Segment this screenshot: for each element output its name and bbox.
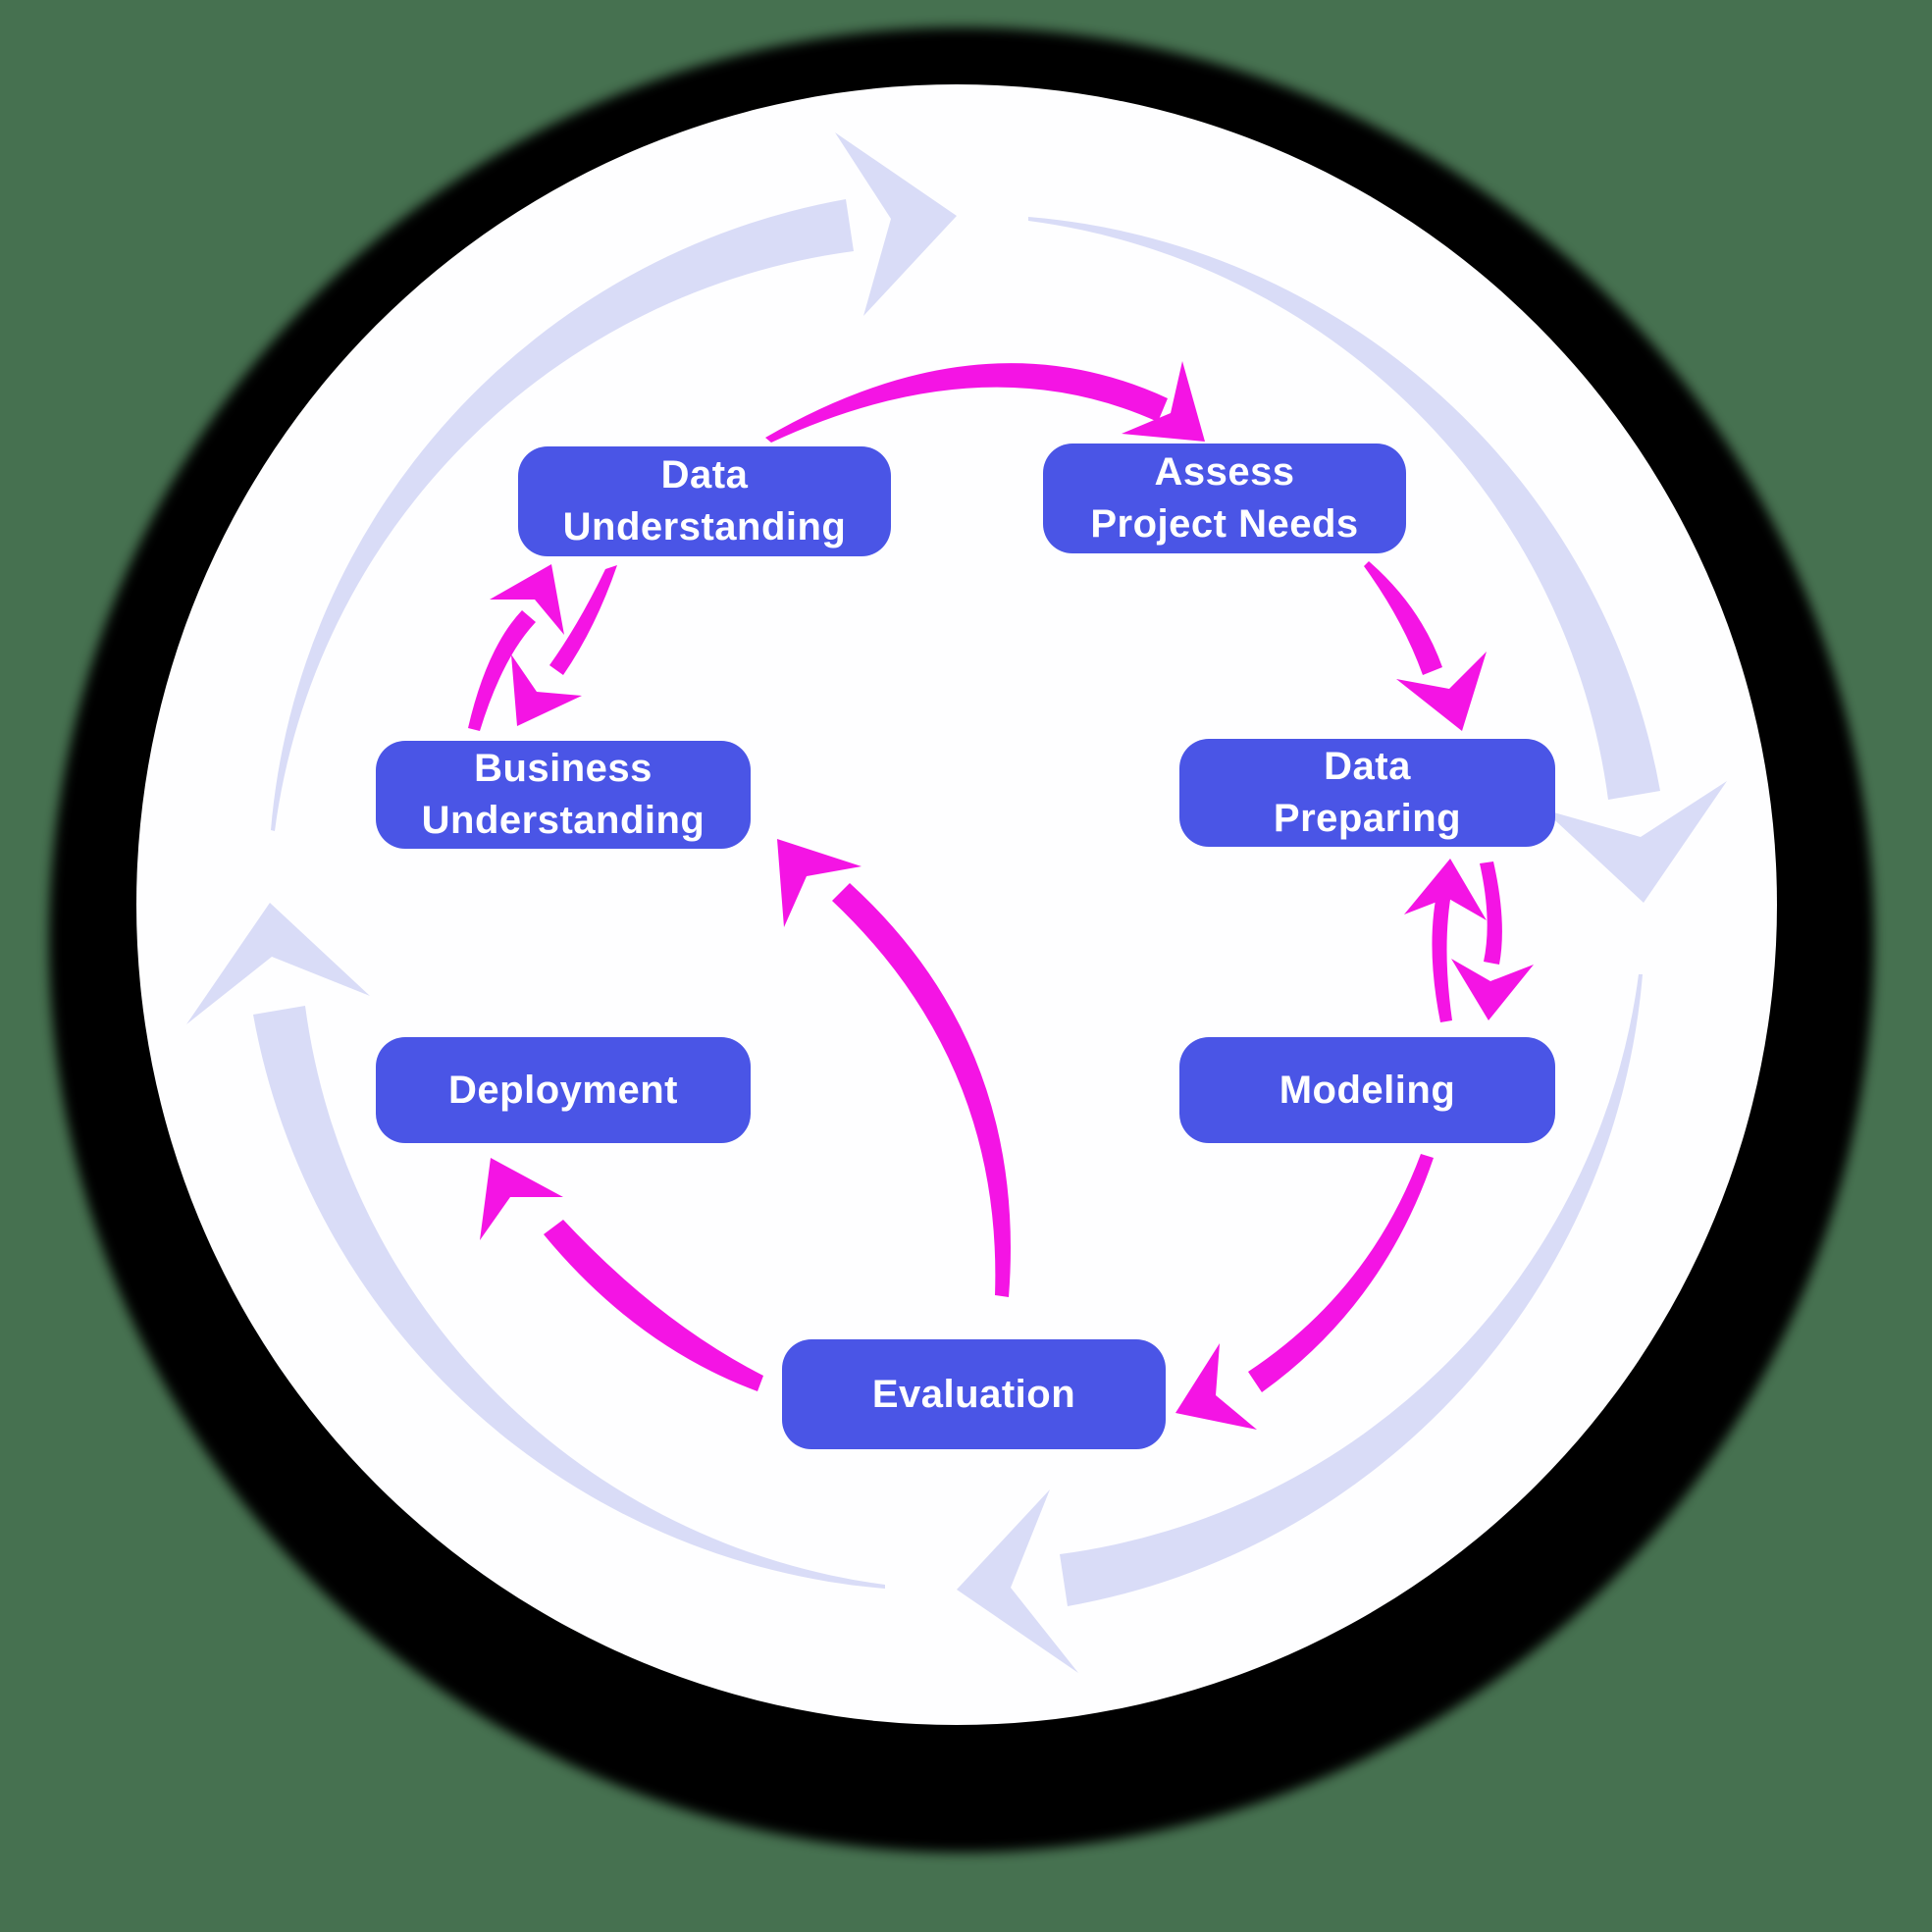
cycle-ring-segment-bottom-left: [253, 1006, 885, 1589]
arrowhead-data-preparing: [1396, 652, 1487, 731]
cycle-ring-segment-bottom-right: [1060, 974, 1643, 1606]
node-deployment: Deployment: [376, 1037, 751, 1143]
node-assess-project-needs: Assess Project Needs: [1043, 444, 1406, 553]
arrow-assess-project-needs-to-data-preparing: [1364, 561, 1442, 675]
node-data-preparing-label: Data Preparing: [1273, 745, 1462, 840]
arrowhead-assess-project-needs: [1122, 361, 1205, 442]
arrowhead-business-understanding-short: [511, 654, 582, 726]
node-modeling: Modeling: [1179, 1037, 1555, 1143]
arrow-modeling-to-data-preparing: [1432, 885, 1452, 1022]
arrow-evaluation-to-business-understanding: [832, 883, 1011, 1297]
arrowhead-evaluation: [1175, 1343, 1257, 1430]
arrow-modeling-to-evaluation: [1248, 1154, 1434, 1392]
cycle-ring-segment-top-left: [271, 199, 854, 831]
node-data-preparing: Data Preparing: [1179, 739, 1555, 847]
node-evaluation-label: Evaluation: [871, 1372, 1076, 1416]
cycle-ring: [186, 132, 1727, 1673]
cycle-ring-arrowhead-right: [1543, 781, 1727, 903]
arrow-business-understanding-to-data-understanding: [468, 610, 536, 731]
arrow-data-preparing-to-modeling: [1480, 862, 1502, 965]
node-assess-project-needs-label: Assess Project Needs: [1090, 450, 1359, 546]
flow-arrows: [468, 361, 1534, 1430]
arrow-evaluation-to-deployment: [544, 1220, 763, 1391]
node-data-understanding: Data Understanding: [518, 446, 891, 556]
arrowhead-modeling: [1451, 959, 1534, 1020]
arrow-data-understanding-to-assess-project-needs: [765, 363, 1168, 443]
node-deployment-label: Deployment: [448, 1068, 678, 1112]
diagram-background-circle: [136, 84, 1777, 1725]
cycle-ring-arrowhead-bottom: [957, 1489, 1078, 1673]
node-business-understanding-label: Business Understanding: [421, 747, 705, 842]
node-business-understanding: Business Understanding: [376, 741, 751, 849]
arrowhead-data-preparing-up: [1404, 859, 1487, 920]
cycle-ring-segment-top-right: [1028, 217, 1660, 800]
node-modeling-label: Modeling: [1279, 1068, 1456, 1112]
arrowhead-business-understanding: [777, 839, 862, 927]
arrow-data-understanding-to-business-understanding: [549, 565, 617, 675]
node-evaluation: Evaluation: [782, 1339, 1166, 1449]
arrowhead-data-understanding: [490, 564, 564, 635]
arrowhead-deployment: [480, 1158, 563, 1240]
cycle-ring-arrowhead-top: [835, 132, 957, 316]
cycle-ring-arrowhead-left: [186, 903, 370, 1024]
node-data-understanding-label: Data Understanding: [562, 453, 847, 548]
